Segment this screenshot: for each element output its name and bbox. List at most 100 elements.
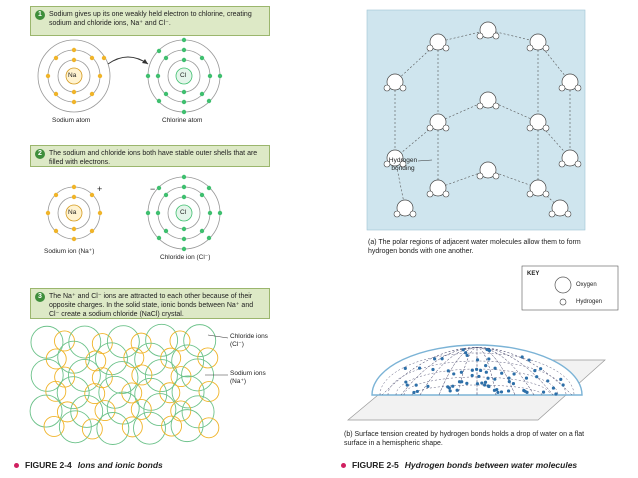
water-molecule-dot (404, 380, 408, 384)
chloride-ion-circle (183, 324, 217, 358)
plus-charge: + (97, 184, 103, 194)
key-title: KEY (527, 271, 540, 277)
sodium-ion-circle (56, 401, 78, 423)
water-molecule-dot (448, 389, 452, 393)
chloride-ion-circle (67, 358, 101, 392)
water-molecule-dot (499, 390, 504, 394)
figure-bullet (341, 463, 346, 469)
figure-2-4-number: FIGURE 2-4 (25, 460, 72, 470)
water-molecule-dot (554, 392, 558, 396)
hydrogen-atom (526, 44, 534, 52)
oxygen-atom (561, 73, 579, 91)
sodium-ion-circle (130, 398, 152, 420)
oxygen-atom (551, 199, 569, 217)
water-molecule-dot (464, 351, 468, 355)
water-molecule-dot (465, 381, 469, 385)
sodium-ion-circle (84, 383, 106, 405)
hydrogen-atom (383, 84, 391, 92)
water-molecule-dot (405, 383, 409, 387)
hydrogen-atom (476, 32, 484, 40)
hydrogen-atom (492, 172, 500, 180)
water-molecule-dot (485, 347, 489, 352)
water-molecule-dot (433, 357, 437, 361)
chloride-ion-circle (171, 375, 205, 409)
hydrogen-atom (526, 190, 534, 198)
water-molecule-dot (440, 357, 444, 361)
chloride-ion-circle (134, 342, 168, 376)
water-molecule-dot (452, 372, 456, 376)
water-molecule-dot (520, 355, 524, 359)
sodium-ion-circle (169, 330, 191, 352)
sodium-ion-circle (170, 400, 192, 422)
water-molecule-dot (535, 375, 539, 379)
cl-ion-symbol: Cl (180, 209, 187, 216)
oxygen-atom (386, 149, 404, 167)
figure-2-5-number: FIGURE 2-5 (352, 460, 399, 470)
hydrogen-atom (399, 160, 407, 168)
chloride-ion-circle (30, 325, 64, 359)
water-molecule-dot (507, 379, 511, 384)
water-molecule-dot (431, 367, 435, 372)
chloride-ion-circle (171, 344, 205, 378)
water-molecule-dot (511, 382, 516, 386)
water-molecule-dot (525, 390, 529, 394)
sodium-ion-circle (197, 347, 219, 369)
water-molecule-dot (496, 390, 500, 395)
oxygen-atom (561, 149, 579, 167)
water-molecule-dot (465, 353, 469, 358)
hydrogen-atom (476, 172, 484, 180)
sodium-ion-circle (81, 418, 103, 440)
oxygen-atom (429, 33, 447, 51)
sodium-ion-circle (198, 417, 220, 439)
oxygen-atom (529, 179, 547, 197)
hydrogen-atom (542, 190, 550, 198)
water-molecule-dot (459, 370, 464, 374)
key-hydrogen-label: Hydrogen (576, 299, 603, 305)
hydrogen-atom (442, 124, 450, 132)
step-3-box: 3 The Na⁺ and Cl⁻ ions are attracted to … (30, 288, 270, 319)
water-drop-dome (371, 344, 583, 396)
water-molecule-dot (475, 382, 480, 386)
chloride-ion-circle (56, 376, 90, 410)
water-lattice (383, 21, 582, 218)
hydrogen-bond-line (394, 157, 406, 209)
step-1-box: 1 Sodium gives up its one weakly held el… (30, 6, 270, 36)
sodium-ion-circle (160, 347, 182, 369)
water-molecule-dot (512, 372, 516, 376)
water-molecule-dot (561, 383, 565, 387)
sodium-ion-circle (45, 380, 67, 402)
water-molecule-dot (506, 389, 511, 393)
sodium-ion-circle (161, 415, 183, 437)
hydrogen-atom (442, 44, 450, 52)
hydrogen-bond-line (437, 29, 489, 43)
dome-meridian (438, 347, 516, 396)
oxygen-atom (429, 113, 447, 131)
water-molecule-dot (480, 381, 484, 385)
sodium-ion-circle (43, 415, 65, 437)
hydrogen-atom (426, 44, 434, 52)
water-molecule-dot (559, 377, 563, 381)
water-molecule-dot (483, 383, 487, 387)
hydrogen-atom (558, 84, 566, 92)
water-lattice-panel (366, 9, 586, 231)
hydrogen-bond-line (487, 29, 539, 43)
minus-charge: − (150, 184, 156, 194)
hydrogen-atom (542, 124, 550, 132)
caption-b: (b) Surface tension created by hydrogen … (344, 431, 585, 447)
na-ion-symbol: Na (68, 209, 77, 216)
step-1-text: Sodium gives up its one weakly held elec… (49, 11, 252, 27)
water-molecule-dot (493, 366, 497, 370)
water-molecule-dot (479, 368, 483, 373)
hydrogen-atom (393, 210, 401, 218)
hydrogen-atom (476, 102, 484, 110)
chloride-ion-circle (143, 393, 177, 427)
water-molecule-dot (470, 373, 474, 378)
water-molecule-dot (539, 367, 543, 371)
hydrogen-atom (492, 32, 500, 40)
hydrogen-atom (542, 44, 550, 52)
dome-meridian (381, 347, 573, 396)
chloride-ion-circle (144, 359, 178, 393)
